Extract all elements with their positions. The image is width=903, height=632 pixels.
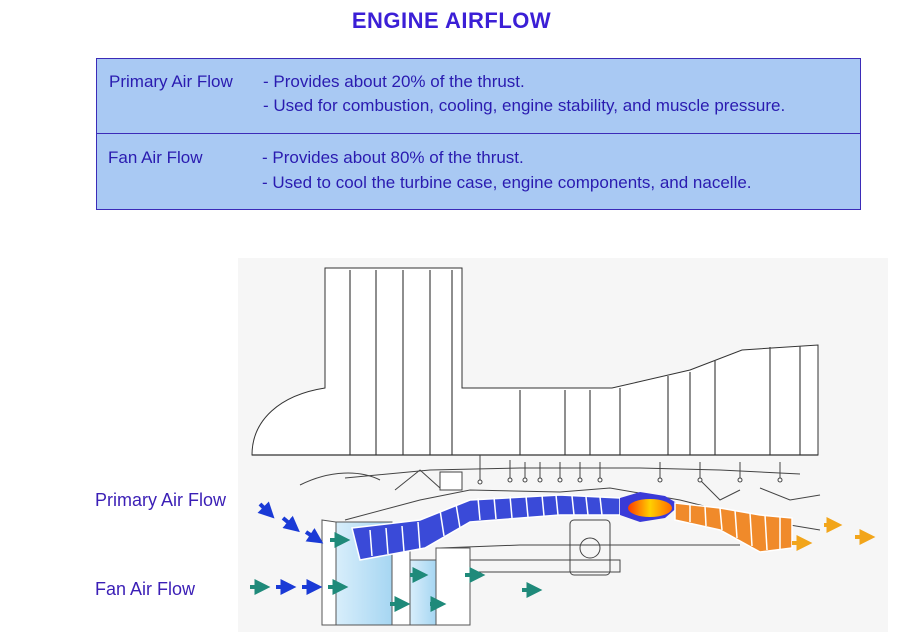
primary-arrow (304, 528, 324, 544)
fan-air-flow-label: Fan Air Flow (108, 148, 203, 167)
airflow-info-table: Primary Air Flow - Provides about 20% of… (96, 58, 861, 210)
nacelle-outline (251, 267, 819, 456)
fan-air-flow-line-2: - Used to cool the turbine case, engine … (262, 173, 752, 192)
primary-air-flow-line-2: - Used for combustion, cooling, engine s… (263, 96, 786, 115)
primary-arrow (257, 501, 275, 519)
fan-air-flow-row: Fan Air Flow - Provides about 80% of the… (97, 134, 860, 210)
exhaust-arrows (792, 517, 876, 551)
case-ribs (349, 270, 801, 455)
primary-air-flow-diagram-label: Primary Air Flow (95, 490, 227, 510)
primary-air-flow-arrows (257, 501, 324, 544)
primary-air-flow-label: Primary Air Flow (109, 72, 233, 91)
fan-air-flow-diagram-label: Fan Air Flow (95, 579, 196, 599)
page-title: ENGINE AIRFLOW (351, 8, 552, 33)
fan-air-flow-line-1: - Provides about 80% of the thrust. (262, 148, 524, 167)
combustor (620, 492, 680, 522)
compressor-stages (351, 494, 621, 561)
primary-air-flow-row: Primary Air Flow - Provides about 20% of… (97, 59, 860, 134)
accessory-stubs (439, 455, 783, 491)
primary-arrow (281, 515, 300, 533)
turbine-stages (674, 502, 793, 553)
primary-air-flow-line-1: - Provides about 20% of the thrust. (263, 72, 525, 91)
fan-air-flow-arrows (250, 567, 543, 612)
